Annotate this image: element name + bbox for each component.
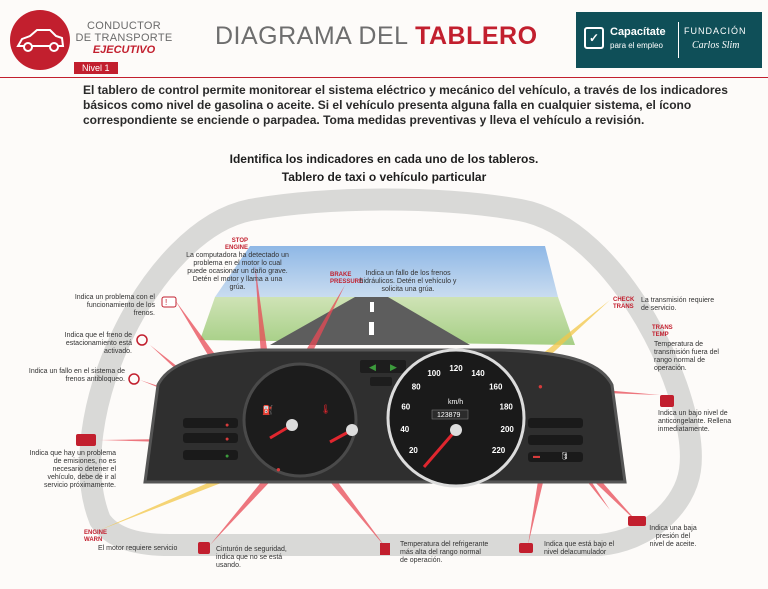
parking-brake-icon (136, 334, 148, 346)
wheel-frame (79, 188, 702, 556)
speed-tick-label: 60 (401, 403, 410, 412)
partner-tagline: para el empleo (610, 41, 663, 50)
antifreeze-description: Indica un bajo nivel de anticongelante. … (658, 410, 732, 433)
turn-right-icon: ▶ (390, 362, 397, 372)
road-line (369, 322, 374, 335)
brake-pressure-tag: BRAKE PRESSURE (330, 272, 364, 285)
speed-tick-label: 100 (427, 369, 441, 378)
odometer-readout: 123879 (437, 412, 460, 419)
title-bold: TABLERO (415, 22, 538, 50)
page-title: DIAGRAMA DEL TABLERO (215, 22, 538, 51)
partner-logo: ✓ Capacítate para el empleo FUNDACIÓN Ca… (576, 12, 762, 68)
emissions-light-icon: ● (225, 436, 229, 443)
turn-left-icon: ◀ (369, 362, 376, 372)
instruction-heading: Identifica los indicadores en cada uno d… (229, 152, 539, 166)
brand-line-2: DE TRANSPORTE (75, 32, 173, 44)
road-line (370, 302, 374, 312)
battery-description: Indica que está bajo el nivel delacumula… (544, 541, 615, 556)
fuel-pump-icon: ⛽ (262, 404, 273, 415)
turn-signal-panel (360, 360, 406, 373)
check-trans-tag: CHECK TRANS (613, 297, 635, 310)
highbeam-light-icon: ● (225, 453, 229, 460)
intro-paragraph: El tablero de control permite monitorear… (83, 83, 728, 127)
oil-can-icon (628, 516, 646, 526)
seatbelt-light-icon: ● (276, 465, 281, 474)
engine-check-icon (76, 434, 96, 446)
brake-warning-description: Indica un problema con el funcionamiento… (74, 294, 155, 317)
abs-icon (128, 373, 140, 385)
engine-warn-description: El motor requiere servicio (98, 545, 178, 552)
partner-signature: Carlos Slim (692, 40, 740, 51)
parking-brake-description: Indica que el freno de estacionamiento e… (64, 332, 132, 355)
battery-light-icon: ▬ (533, 453, 540, 460)
car-logo-icon (10, 10, 70, 70)
abs-description: Indica un fallo en el sistema de frenos … (28, 368, 125, 383)
brake-warning-icon: ! (165, 298, 167, 307)
level-badge: Nivel 1 (74, 62, 118, 74)
partner-divider (678, 22, 679, 58)
check-trans-description: La transmisión requiere de servicio. (641, 297, 715, 312)
emissions-description: Indica que hay un problema de emisiones,… (29, 450, 116, 489)
coolant-temp-description: Temperatura del refrigerante más alta de… (400, 541, 489, 564)
title-plain: DIAGRAMA DEL (215, 22, 408, 50)
speed-tick-labels: 20 40 60 80 100 120 140 160 180 200 220 (400, 364, 514, 455)
speed-tick-label: 40 (400, 425, 409, 434)
thermometer-icon (380, 543, 390, 555)
engine-warn-tag: ENGINE WARN (84, 530, 108, 543)
brand-line-3: EJECUTIVO (92, 44, 156, 56)
partner-name: Capacítate (610, 26, 666, 38)
windshield-sky (215, 246, 558, 297)
trans-temp-tag: TRANS TEMP (652, 325, 673, 338)
brake-pressure-description: Indica un fallo de los frenos hidráulico… (359, 270, 457, 293)
speed-tick-label: 120 (449, 364, 463, 373)
antifreeze-icon (660, 395, 674, 407)
speed-needle (422, 429, 458, 468)
stop-engine-description: La computadora ha detectado un problema … (186, 252, 289, 291)
trans-temp-description: Temperatura de transmisión fuera del ran… (654, 341, 719, 372)
oil-pressure-description: Indica una baja presión del nivel de ace… (649, 525, 697, 548)
abs-light-icon: ● (225, 422, 229, 429)
speed-tick-label: 20 (409, 446, 418, 455)
seatbelt-icon (198, 542, 210, 554)
speed-tick-label: 140 (471, 369, 485, 378)
speed-tick-label: 180 (500, 403, 514, 412)
checklist-icon: ✓ (584, 27, 604, 49)
speed-tick-label: 80 (412, 383, 421, 392)
seatbelt-description: Cinturón de seguridad, indica que no se … (216, 546, 287, 569)
battery-icon (519, 543, 533, 553)
antifreeze-light-icon: ● (538, 382, 543, 391)
partner-foundation: FUNDACIÓN (684, 26, 747, 36)
oil-light-icon: 🛢 (560, 452, 569, 460)
speed-tick-label: 220 (492, 446, 506, 455)
fuel-temp-gauge (242, 362, 358, 478)
speed-tick-label: 200 (501, 425, 515, 434)
brand-line-1: CONDUCTOR (87, 20, 161, 32)
program-brand: CONDUCTOR DE TRANSPORTE EJECUTIVO (74, 20, 174, 56)
speed-unit-label: km/h (448, 399, 463, 406)
header-divider (0, 77, 768, 78)
speed-tick-label: 160 (489, 383, 503, 392)
dashboard-heading: Tablero de taxi o vehículo particular (281, 170, 487, 184)
stop-engine-tag: STOP ENGINE (224, 238, 248, 251)
coolant-temp-icon: 🌡 (320, 404, 331, 414)
